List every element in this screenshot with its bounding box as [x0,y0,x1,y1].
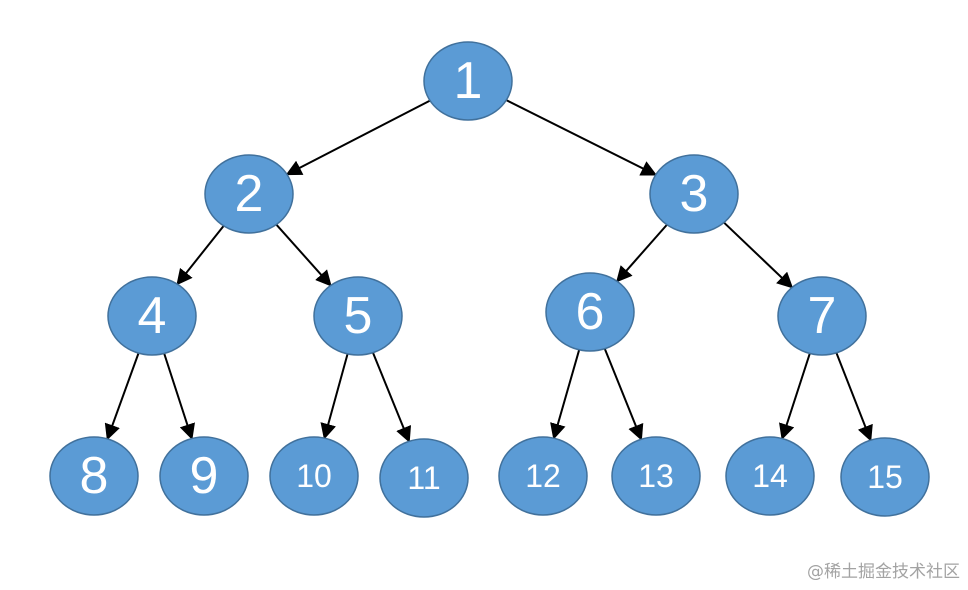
node-circle-1 [423,41,513,121]
edge-1-2 [285,99,431,176]
node-circle-6 [545,272,635,352]
tree-node-10: 10 [269,436,359,516]
tree-node-6: 6 [545,272,635,352]
node-label-13: 13 [638,458,674,494]
tree-node-5: 5 [313,276,403,356]
node-circle-13 [611,436,701,516]
tree-node-12: 12 [498,436,588,516]
node-label-15: 15 [867,459,903,495]
edge-5-10 [320,353,349,440]
edge-4-9 [163,353,195,441]
node-label-6: 6 [576,283,605,341]
node-label-12: 12 [525,458,561,494]
tree-node-8: 8 [49,436,139,516]
tree-node-15: 15 [840,437,930,517]
node-label-11: 11 [407,460,440,496]
node-label-10: 10 [296,458,332,494]
tree-node-4: 4 [107,276,197,356]
tree-node-9: 9 [159,436,249,516]
edge-7-15 [835,352,873,442]
node-label-8: 8 [80,447,109,505]
tree-node-1: 1 [423,41,513,121]
tree-node-3: 3 [649,154,739,234]
node-label-3: 3 [680,165,709,223]
edge-3-6 [616,224,668,283]
node-circle-15 [840,437,930,517]
node-label-2: 2 [235,165,264,223]
tree-node-7: 7 [777,276,867,356]
node-label-14: 14 [752,458,788,494]
node-label-4: 4 [138,287,167,345]
node-label-5: 5 [344,287,373,345]
node-circle-11 [379,438,469,518]
node-circle-2 [204,154,294,234]
tree-node-11: 11 [379,438,469,518]
edge-1-3 [505,99,658,176]
node-circle-8 [49,436,139,516]
edge-7-14 [779,353,811,441]
edge-5-11 [372,352,412,443]
edge-4-8 [104,352,140,441]
edge-3-7 [723,221,794,289]
node-circle-7 [777,276,867,356]
node-circle-5 [313,276,403,356]
node-circle-4 [107,276,197,356]
node-label-1: 1 [454,52,483,110]
edge-2-5 [275,223,332,287]
node-circle-10 [269,436,359,516]
tree-node-2: 2 [204,154,294,234]
edge-6-12 [550,349,581,440]
node-label-7: 7 [808,287,837,345]
node-circle-3 [649,154,739,234]
node-circle-12 [498,436,588,516]
node-circle-14 [725,436,815,516]
tree-node-14: 14 [725,436,815,516]
watermark-text: @稀土掘金技术社区 [807,562,960,582]
edge-2-4 [176,225,225,286]
edge-6-13 [603,348,644,441]
tree-node-13: 13 [611,436,701,516]
edges [104,99,873,443]
node-label-9: 9 [190,447,219,505]
node-circle-9 [159,436,249,516]
